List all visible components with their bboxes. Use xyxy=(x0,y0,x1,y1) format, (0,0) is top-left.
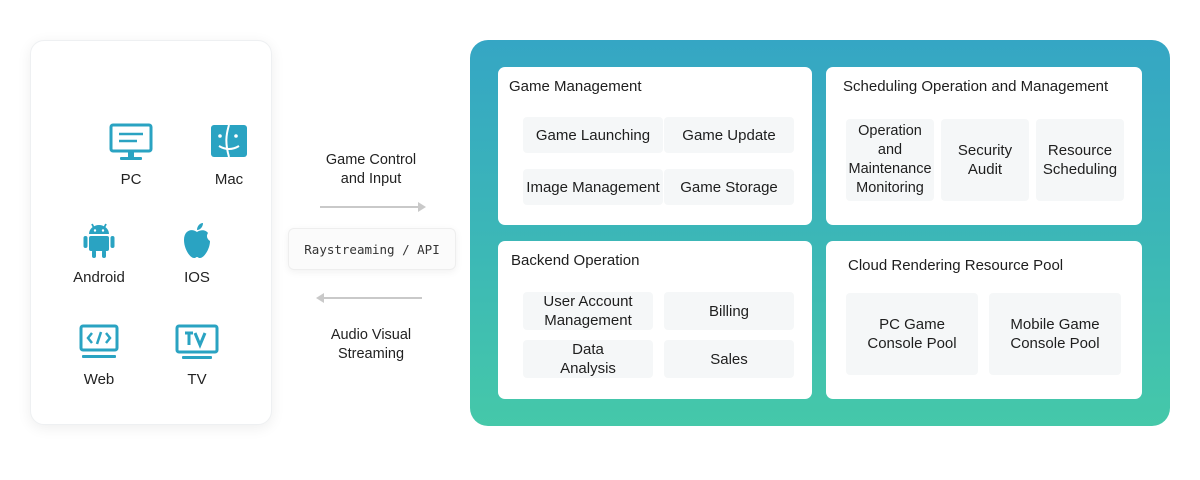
billing-item: Billing xyxy=(664,292,794,330)
client-android: Android xyxy=(49,221,149,286)
cloud-platform-panel: Game Management Game Launching Game Upda… xyxy=(470,40,1170,426)
backend-operation-card: Backend Operation User Account Managemen… xyxy=(498,241,812,399)
pc-game-console-pool-item: PC Game Console Pool xyxy=(846,293,978,375)
game-storage-item: Game Storage xyxy=(664,169,794,205)
client-mac: Mac xyxy=(179,123,279,188)
client-web: Web xyxy=(49,323,149,388)
audio-visual-streaming-label: Audio Visual Streaming xyxy=(330,327,412,362)
api-label: Raystreaming / API xyxy=(304,241,440,257)
resource-scheduling-item: Resource Scheduling xyxy=(1036,119,1124,201)
card-title: Game Management xyxy=(509,78,642,95)
security-audit-item: Security Audit xyxy=(941,119,1029,201)
control-input-label: Game Control and Input xyxy=(325,152,417,187)
client-label: IOS xyxy=(184,269,210,286)
client-pc: PC xyxy=(81,123,181,188)
card-title: Cloud Rendering Resource Pool xyxy=(848,257,1064,274)
sales-item: Sales xyxy=(664,340,794,378)
mac-finder-icon xyxy=(211,124,247,158)
image-management-item: Image Management xyxy=(523,169,663,205)
game-management-card: Game Management Game Launching Game Upda… xyxy=(498,67,812,225)
client-label: PC xyxy=(120,171,142,188)
client-label: Web xyxy=(83,371,115,388)
mobile-game-console-pool-item: Mobile Game Console Pool xyxy=(989,293,1121,375)
client-tv: TV xyxy=(147,323,247,388)
client-devices-panel: PC Mac Android IOS xyxy=(30,40,272,425)
arrow-right-icon xyxy=(320,202,426,212)
game-update-item: Game Update xyxy=(664,117,794,153)
arrow-left-icon xyxy=(316,293,422,303)
operation-maintenance-monitoring-item: Operation and Maintenance Monitoring xyxy=(846,119,934,201)
web-code-icon xyxy=(79,324,119,358)
card-title: Backend Operation xyxy=(511,252,640,269)
game-launching-item: Game Launching xyxy=(523,117,663,153)
android-icon xyxy=(83,223,115,258)
client-label: Android xyxy=(73,269,125,286)
data-analysis-item: Data Analysis xyxy=(523,340,653,378)
tv-icon xyxy=(175,324,219,359)
user-account-management-item: User Account Management xyxy=(523,292,653,330)
monitor-icon xyxy=(109,123,153,160)
raystreaming-api-box: Raystreaming / API xyxy=(288,228,456,270)
client-label: Mac xyxy=(214,171,244,188)
client-label: TV xyxy=(187,371,207,388)
card-title: Scheduling Operation and Management xyxy=(843,78,1109,95)
scheduling-card: Scheduling Operation and Management Oper… xyxy=(826,67,1142,225)
cloud-rendering-card: Cloud Rendering Resource Pool PC Game Co… xyxy=(826,241,1142,399)
apple-icon xyxy=(184,223,210,258)
client-ios: IOS xyxy=(147,221,247,286)
